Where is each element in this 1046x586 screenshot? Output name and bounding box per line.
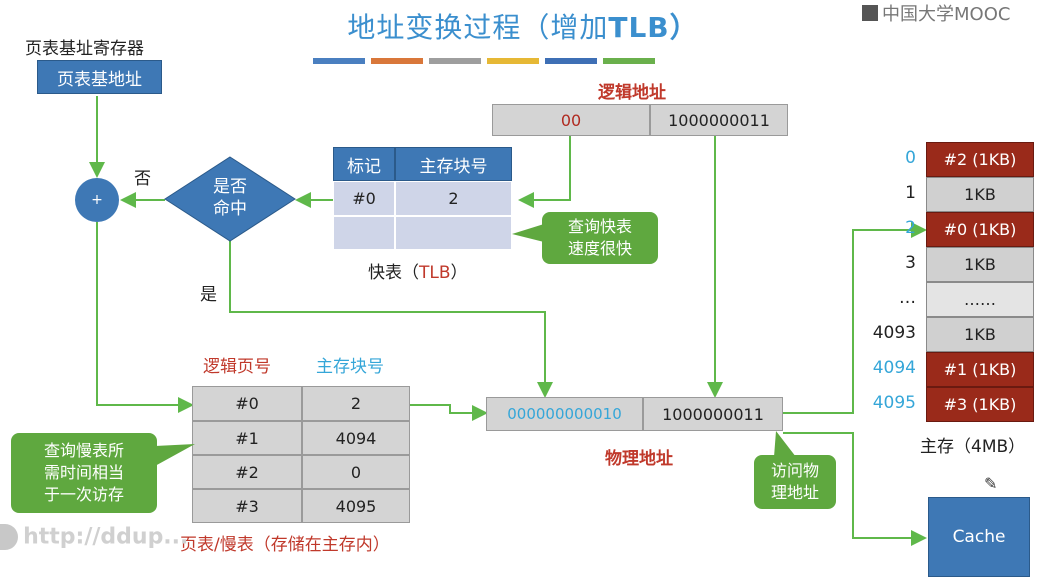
note-slow-line1: 查询慢表所 xyxy=(43,441,124,460)
decision-text: 是否 命中 xyxy=(163,176,297,220)
title-suffix: TLB） xyxy=(608,11,699,44)
logical-page-number: 00 xyxy=(492,104,650,136)
diagram-title: 地址变换过程（增加TLB） xyxy=(0,6,1046,46)
title-stripe-4 xyxy=(487,58,539,64)
pagetable-row-2-page: #1 xyxy=(192,421,302,455)
memory-caption: 主存（4MB） xyxy=(920,437,1026,457)
tlb-caption-tlb: TLB xyxy=(419,263,451,283)
tlb-header-tag: 标记 xyxy=(333,147,395,181)
tlb-row-1-tag: #0 xyxy=(333,181,395,216)
pagetable-row-3-page: #2 xyxy=(192,455,302,489)
watermark-icon xyxy=(0,524,18,550)
title-stripe-3 xyxy=(429,58,481,64)
tlb-row-1-block: 2 xyxy=(395,181,512,216)
pagetable-caption: 页表/慢表（存储在主存内） xyxy=(180,535,390,555)
arrow-pagetable-to-physical xyxy=(410,404,488,421)
decision-line1: 是否 xyxy=(213,177,247,197)
watermark: http://ddup... xyxy=(0,524,200,554)
physical-block-number: 000000000010 xyxy=(486,397,643,431)
arrow-physical-to-memory xyxy=(783,222,927,414)
pagetable-row-4-block: 4095 xyxy=(302,489,410,523)
note-tlb-fast-line2: 速度很快 xyxy=(567,239,632,258)
brand-text: 中国大学MOOC xyxy=(882,4,1011,25)
mem-block-2: #0 (1KB) xyxy=(926,212,1034,247)
mem-block-1: 1KB xyxy=(926,177,1034,212)
title-stripe-1 xyxy=(313,58,365,64)
mem-idx-7: 4095 xyxy=(872,393,916,413)
adder-circle: + xyxy=(75,178,119,222)
logical-address-label: 逻辑地址 xyxy=(598,83,666,103)
logo-icon xyxy=(862,5,878,21)
physical-offset: 1000000011 xyxy=(643,397,783,431)
mem-block-3: 1KB xyxy=(926,247,1034,282)
note-tlb-fast: 查询快表 速度很快 xyxy=(542,212,658,264)
pagetable-row-1-block: 2 xyxy=(302,386,410,421)
title-prefix: 地址变换过程（增加 xyxy=(347,11,609,44)
mem-idx-6: 4094 xyxy=(872,358,916,378)
physical-address-label: 物理地址 xyxy=(605,449,673,469)
mem-idx-2: 2 xyxy=(905,218,916,238)
tlb-caption: 快表（TLB） xyxy=(368,258,468,283)
tlb-header-block: 主存块号 xyxy=(395,147,512,181)
pagetable-row-2-block: 4094 xyxy=(302,421,410,455)
mem-idx-0: 0 xyxy=(905,148,916,168)
mem-idx-1: 1 xyxy=(905,183,916,203)
mem-idx-3: 3 xyxy=(905,253,916,273)
note-access-line2: 理地址 xyxy=(770,483,819,502)
cache-box: Cache xyxy=(928,497,1030,577)
register-caption: 页表基址寄存器 xyxy=(25,39,144,59)
pagetable-row-3-block: 0 xyxy=(302,455,410,489)
title-stripe-6 xyxy=(603,58,655,64)
arrow-physical-to-cache xyxy=(783,432,927,546)
arrow-page-to-tlb xyxy=(518,136,571,208)
label-no: 否 xyxy=(134,169,151,189)
tlb-row-2-block xyxy=(395,216,512,250)
pagetable-row-4-page: #3 xyxy=(192,489,302,523)
mem-idx-4: … xyxy=(899,288,916,308)
mem-idx-5: 4093 xyxy=(872,323,916,343)
pagetable-header-page: 逻辑页号 xyxy=(203,357,271,377)
note-slow-query: 查询慢表所 需时间相当 于一次访存 xyxy=(11,433,157,513)
mem-block-ellipsis: …… xyxy=(926,282,1034,317)
arrow-adder-to-pagetable xyxy=(96,222,194,413)
mem-block-0: #2 (1KB) xyxy=(926,142,1034,177)
arrow-hit-to-physical xyxy=(229,240,553,398)
page-table-base-box: 页表基地址 xyxy=(37,60,162,94)
mem-block-4093: 1KB xyxy=(926,317,1034,352)
watermark-text: http://ddup... xyxy=(23,524,189,550)
note-slow-pointer xyxy=(155,444,195,466)
pencil-icon: ✎ xyxy=(984,474,998,493)
hit-decision-diamond xyxy=(164,156,296,242)
note-tlb-fast-line1: 查询快表 xyxy=(567,217,632,236)
pagetable-header-block: 主存块号 xyxy=(316,357,384,377)
pagetable-row-1-page: #0 xyxy=(192,386,302,421)
brand-logo: 中国大学MOOC xyxy=(862,0,1046,25)
note-tlb-fast-pointer xyxy=(512,224,544,242)
note-slow-line3: 于一次访存 xyxy=(43,485,124,504)
note-access-line1: 访问物 xyxy=(770,461,819,480)
tlb-caption-prefix: 快表（ xyxy=(368,263,419,283)
tlb-row-2-tag xyxy=(333,216,395,250)
decision-line2: 命中 xyxy=(213,199,247,219)
note-access-pointer xyxy=(774,431,796,457)
note-slow-line2: 需时间相当 xyxy=(43,463,124,482)
mem-block-4095: #3 (1KB) xyxy=(926,387,1034,422)
title-stripe-2 xyxy=(371,58,423,64)
note-access-physical: 访问物 理地址 xyxy=(754,455,836,509)
mem-block-4094: #1 (1KB) xyxy=(926,352,1034,387)
title-stripe-5 xyxy=(545,58,597,64)
label-yes: 是 xyxy=(200,285,217,305)
tlb-caption-suffix: ） xyxy=(450,263,468,283)
logical-offset: 1000000011 xyxy=(650,104,788,136)
